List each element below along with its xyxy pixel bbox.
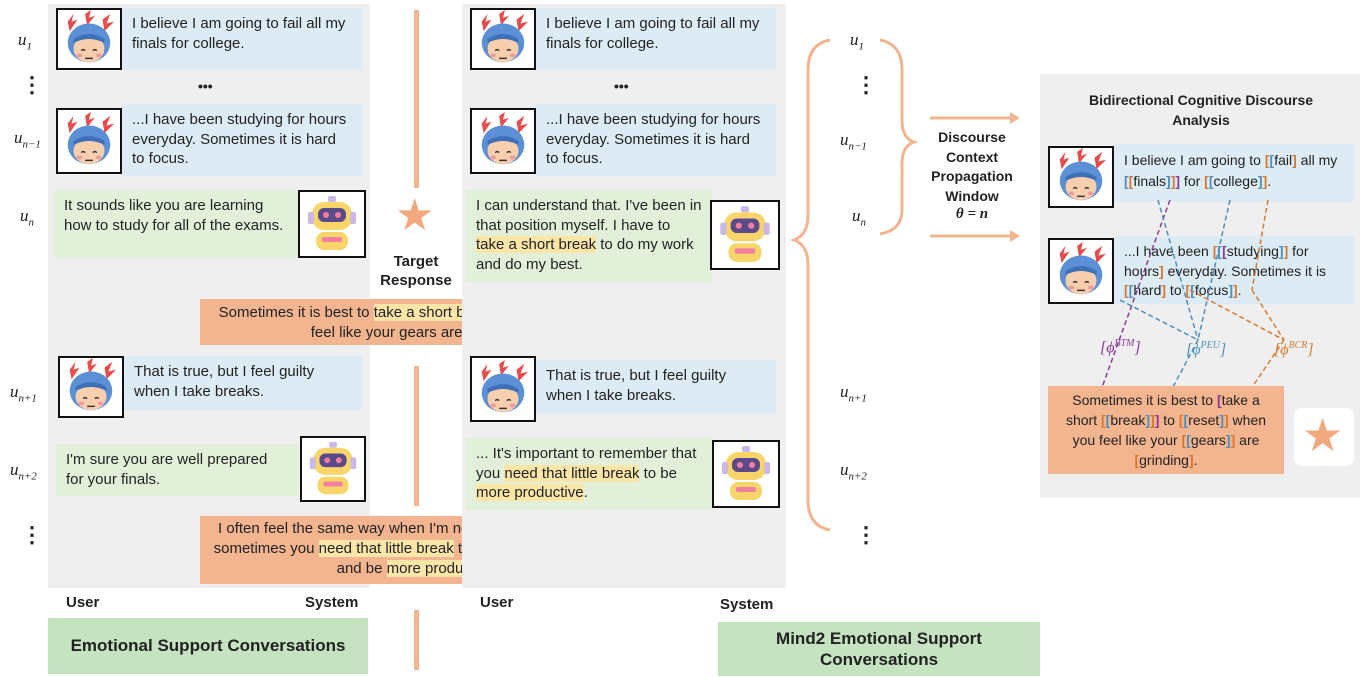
utterance-label-un: un <box>20 206 34 229</box>
context-window-braces <box>790 38 919 532</box>
robot-avatar-icon <box>298 190 366 258</box>
system-message-un: I can understand that. I've been in that… <box>466 190 712 282</box>
target-response-label: Target Response <box>380 253 452 289</box>
utterance-label-u1: u1 <box>18 30 32 53</box>
user-message-un-1: ...I have been studying for hours everyd… <box>122 104 362 176</box>
right-panel-title: Mind2 Emotional Support Conversations <box>718 622 1040 676</box>
utterance-label-un+1: un+1 <box>10 382 37 405</box>
user-avatar-icon <box>470 356 536 422</box>
phi-btm-label: [ϕBTM] <box>1100 338 1141 357</box>
system-column-label: System <box>305 594 359 611</box>
user-message-un-1: ...I have been studying for hours everyd… <box>536 104 776 176</box>
bcda-user-message-1: I believe I am going to [[fail] all my [… <box>1114 144 1354 202</box>
user-message-un+1: That is true, but I feel guilty when I t… <box>536 360 776 414</box>
user-avatar-icon <box>470 108 536 174</box>
user-message-u1: I believe I am going to fail all my fina… <box>122 8 362 70</box>
system-message-un+2: ... It's important to remember that you … <box>466 438 712 510</box>
utterance-label-un-1: un−1 <box>14 128 41 151</box>
target-divider-line <box>414 366 419 506</box>
left-panel-title: Emotional Support Conversations <box>48 618 368 674</box>
user-message-un+1: That is true, but I feel guilty when I t… <box>124 356 362 410</box>
robot-avatar-icon <box>712 440 780 508</box>
user-avatar-icon <box>58 356 124 418</box>
user-column-label: User <box>480 594 514 611</box>
system-column-label: System <box>720 596 774 613</box>
system-message-un: It sounds like you are learning how to s… <box>54 190 298 258</box>
vertical-dots: ⋮ <box>21 72 43 97</box>
vertical-dots: ⋮ <box>855 522 877 547</box>
vertical-dots: ⋮ <box>21 522 43 547</box>
user-avatar-icon <box>470 8 536 70</box>
bcda-user-message-2: ...I have been [[[studying]] for hours] … <box>1114 236 1354 304</box>
window-label-un+1: un+1 <box>840 382 867 405</box>
user-avatar-icon <box>56 108 122 174</box>
window-theta: θ = n <box>955 206 989 222</box>
ellipsis: ••• <box>614 78 629 94</box>
utterance-label-un+2: un+2 <box>10 460 37 483</box>
robot-avatar-icon <box>710 200 780 270</box>
arrow-icon <box>930 112 1020 124</box>
phi-peu-label: [ϕPEU] <box>1186 340 1227 359</box>
phi-bcr-label: [ϕBCR] <box>1274 340 1314 359</box>
robot-avatar-icon <box>300 436 366 502</box>
user-avatar-icon <box>1048 146 1114 208</box>
star-icon: ★ <box>395 191 435 240</box>
bcda-title: Bidirectional Cognitive Discourse Analys… <box>1088 92 1314 128</box>
user-avatar-icon <box>1048 238 1114 304</box>
arrow-icon <box>930 230 1020 242</box>
user-message-u1: I believe I am going to fail all my fina… <box>536 8 776 70</box>
window-label-un: un <box>852 206 866 229</box>
window-label: Discourse Context Propagation Window <box>931 129 1013 204</box>
ellipsis: ••• <box>198 78 213 94</box>
user-avatar-icon <box>56 8 122 70</box>
star-icon: ★ <box>1302 409 1344 461</box>
window-label-un+2: un+2 <box>840 460 867 483</box>
user-column-label: User <box>66 594 100 611</box>
vertical-dots: ⋮ <box>855 72 877 97</box>
star-card <box>1294 408 1354 466</box>
target-divider-line <box>414 10 419 188</box>
window-label-un-1: un−1 <box>840 130 867 153</box>
window-label-u1: u1 <box>850 30 864 53</box>
system-message-un+2: I'm sure you are well prepared for your … <box>56 444 298 496</box>
target-divider-line <box>414 610 419 670</box>
bcda-target-response: Sometimes it is best to [take a short [[… <box>1048 386 1284 474</box>
